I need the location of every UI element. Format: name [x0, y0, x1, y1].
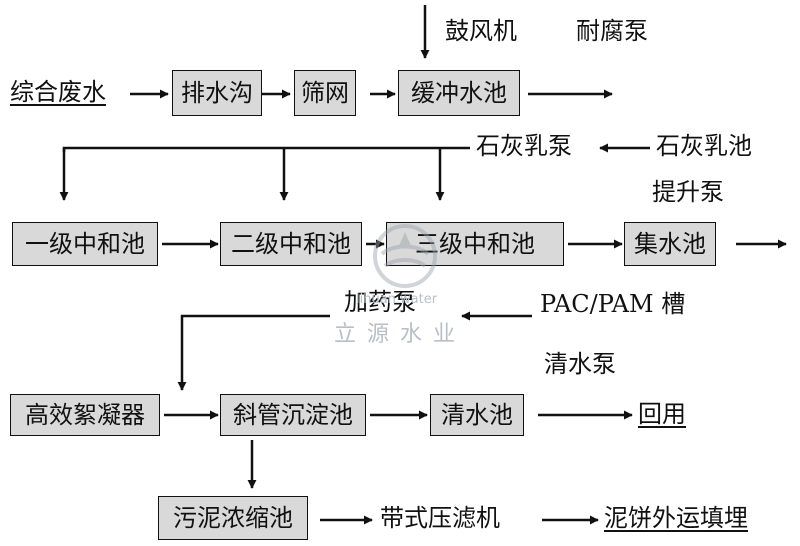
- lime-header-line: [62, 146, 470, 152]
- node-screen: 筛网: [294, 70, 356, 116]
- node-drain: 排水沟: [172, 70, 262, 116]
- node-sludge-tank: 污泥浓缩池: [158, 496, 308, 540]
- label-reuse: 回用: [638, 400, 686, 428]
- label-dosing-pump: 加药泵: [344, 288, 416, 316]
- label-belt-press: 带式压滤机: [380, 504, 500, 532]
- node-neutral-2: 二级中和池: [220, 222, 362, 266]
- label-clear-pump: 清水泵: [544, 350, 616, 378]
- node-flocculator: 高效絮凝器: [10, 394, 160, 436]
- label-pac-pam-tank: PAC/PAM 槽: [540, 290, 686, 318]
- label-lift-pump: 提升泵: [652, 178, 724, 206]
- label-sludge-landfill: 泥饼外运填埋: [604, 504, 748, 532]
- node-collect-tank: 集水池: [624, 222, 716, 266]
- label-blower: 鼓风机: [445, 17, 517, 45]
- node-inclined-tube: 斜管沉淀池: [220, 394, 366, 436]
- node-buffer-tank: 缓冲水池: [398, 70, 520, 116]
- watermark-cn: 立 源 水 业: [334, 322, 457, 347]
- watermark-latin: lihuan water: [356, 292, 438, 307]
- label-lime-pump: 石灰乳泵: [476, 132, 572, 160]
- label-waste-water: 综合废水: [10, 78, 106, 106]
- label-corrosion-pump: 耐腐泵: [576, 17, 648, 45]
- node-neutral-3: 三级中和池: [386, 222, 564, 266]
- node-neutral-1: 一级中和池: [12, 222, 158, 266]
- arrow-dosing-to-flocculator: [177, 314, 330, 391]
- label-lime-tank: 石灰乳池: [656, 132, 752, 160]
- node-clear-tank: 清水池: [430, 394, 524, 436]
